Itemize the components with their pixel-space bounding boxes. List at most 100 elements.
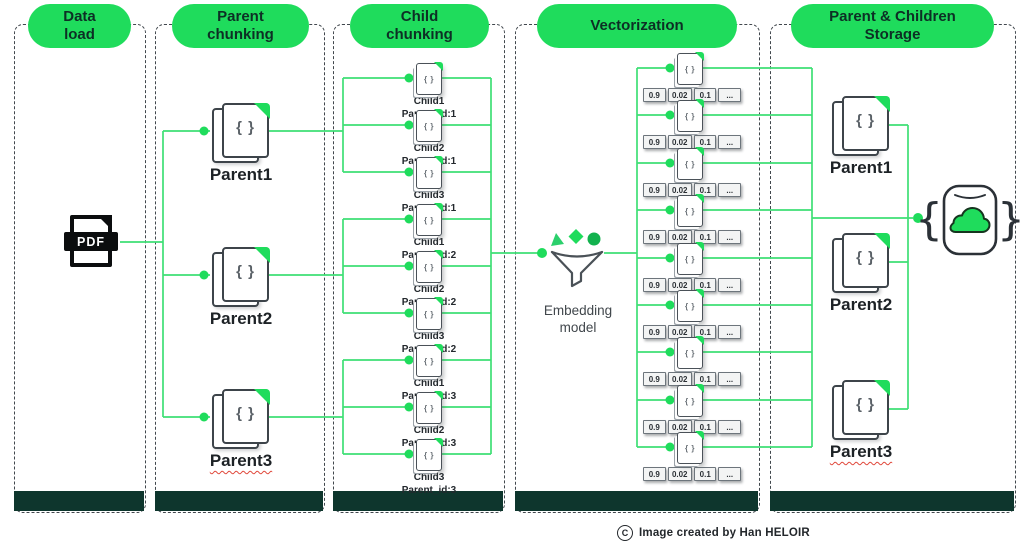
fold-corner-icon <box>253 102 270 119</box>
vector-item: { } 0.9 0.02 0.1 ... <box>643 52 741 102</box>
fold-corner-icon <box>694 242 704 252</box>
braces-glyph: { } <box>685 348 695 358</box>
fold-corner-icon <box>253 388 270 405</box>
footer-bar <box>333 491 503 511</box>
child-label: Child2 <box>413 284 445 295</box>
child-doc-icon: { } <box>416 250 443 283</box>
vector-values: 0.9 0.02 0.1 ... <box>643 135 741 149</box>
parent2-block: { } Parent2 <box>196 246 286 329</box>
braces-glyph: { } <box>685 64 695 74</box>
braces-glyph: { } <box>424 309 434 319</box>
braces-glyph: { } <box>685 301 695 311</box>
fold-corner-icon <box>873 232 890 249</box>
pill-parent-chunking: Parent chunking <box>172 4 309 48</box>
vector-value-chip: 0.9 <box>643 467 666 481</box>
parent1-block: { } Parent1 <box>196 102 286 185</box>
fold-corner-icon <box>433 109 443 119</box>
fold-corner-icon <box>433 62 443 72</box>
fold-corner-icon <box>873 95 890 112</box>
braces-glyph: { } <box>685 443 695 453</box>
braces-glyph: { } <box>424 450 434 460</box>
braces-glyph: { } <box>424 168 434 178</box>
vector-value-chip: ... <box>718 88 741 102</box>
fold-corner-icon <box>433 203 443 213</box>
vector-doc-icon: { } <box>677 147 704 180</box>
vector-values: 0.9 0.02 0.1 ... <box>643 467 741 481</box>
braces-glyph: { } <box>685 396 695 406</box>
fold-corner-icon <box>97 215 112 230</box>
fold-corner-icon <box>694 99 704 109</box>
vector-value-chip: ... <box>718 372 741 386</box>
vector-item: { } 0.9 0.02 0.1 ... <box>643 194 741 244</box>
braces-glyph: { } <box>424 215 434 225</box>
storage-parent1-block: { } Parent1 <box>816 95 906 178</box>
vector-item: { } 0.9 0.02 0.1 ... <box>643 242 741 292</box>
child-doc-icon: { } <box>416 391 443 424</box>
braces-glyph: { } <box>424 121 434 131</box>
connector-dots <box>199 63 923 459</box>
vector-value-chip: 0.1 <box>693 372 717 386</box>
fold-corner-icon <box>433 156 443 166</box>
document-stack-icon: { } <box>832 379 890 440</box>
child-doc-icon: { } <box>416 62 443 95</box>
fold-corner-icon <box>694 194 704 204</box>
child-label: Child1 <box>413 96 445 107</box>
vector-value-chip: 0.1 <box>693 135 717 149</box>
footer-bar <box>14 491 144 511</box>
storage-parent-label: Parent1 <box>829 158 893 177</box>
child-doc-icon: { } <box>416 109 443 142</box>
child-label: Child1 <box>413 237 445 248</box>
vector-value-chip: 0.9 <box>643 278 666 292</box>
document-stack-icon: { } <box>212 246 270 307</box>
pill-child-chunking: Child chunking <box>350 4 489 48</box>
embedding-funnel-icon <box>548 228 606 295</box>
vector-value-chip: ... <box>718 183 741 197</box>
vector-value-chip: 0.1 <box>693 420 717 434</box>
vector-value-chip: ... <box>718 325 741 339</box>
vector-value-chip: 0.1 <box>693 183 717 197</box>
vector-values: 0.9 0.02 0.1 ... <box>643 325 741 339</box>
pdf-label: PDF <box>64 232 118 251</box>
braces-glyph: { } <box>424 403 434 413</box>
vector-value-chip: 0.9 <box>643 230 666 244</box>
braces-glyph: { } <box>685 159 695 169</box>
vector-doc-icon: { } <box>677 431 704 464</box>
fold-corner-icon <box>694 52 704 62</box>
parent-label: Parent2 <box>209 309 273 328</box>
vector-values: 0.9 0.02 0.1 ... <box>643 88 741 102</box>
braces-glyph: { } <box>685 254 695 264</box>
child-doc-icon: { } <box>416 344 443 377</box>
attribution-text: Image created by Han HELOIR <box>639 527 810 539</box>
pill-vectorization: Vectorization <box>537 4 737 48</box>
fold-corner-icon <box>433 344 443 354</box>
braces-glyph: { } <box>424 74 434 84</box>
vector-item: { } 0.9 0.02 0.1 ... <box>643 336 741 386</box>
cloud-icon <box>949 207 991 233</box>
braces-glyph: { } <box>424 262 434 272</box>
vector-value-chip: 0.02 <box>667 230 692 244</box>
braces-glyph: { } <box>236 263 255 280</box>
fold-corner-icon <box>433 297 443 307</box>
child-label: Child2 <box>413 143 445 154</box>
vector-item: { } 0.9 0.02 0.1 ... <box>643 431 741 481</box>
storage-parent-label: Parent3 <box>829 442 893 461</box>
vector-value-chip: ... <box>718 420 741 434</box>
vector-value-chip: 0.1 <box>693 467 717 481</box>
fold-corner-icon <box>694 431 704 441</box>
fold-corner-icon <box>694 289 704 299</box>
braces-glyph: { } <box>856 396 875 413</box>
braces-glyph: { } <box>856 112 875 129</box>
document-stack-icon: { } <box>832 95 890 156</box>
braces-glyph: { } <box>685 111 695 121</box>
open-brace-glyph: { <box>915 194 943 245</box>
parent-label: Parent1 <box>209 165 273 184</box>
parent3-block: { } Parent3 <box>196 388 286 471</box>
fold-corner-icon <box>694 384 704 394</box>
vector-value-chip: 0.02 <box>667 420 692 434</box>
child-doc-icon: { } <box>416 203 443 236</box>
close-brace-glyph: } <box>997 194 1024 245</box>
vector-value-chip: ... <box>718 230 741 244</box>
child-doc-icon: { } <box>416 156 443 189</box>
vector-item: { } 0.9 0.02 0.1 ... <box>643 384 741 434</box>
